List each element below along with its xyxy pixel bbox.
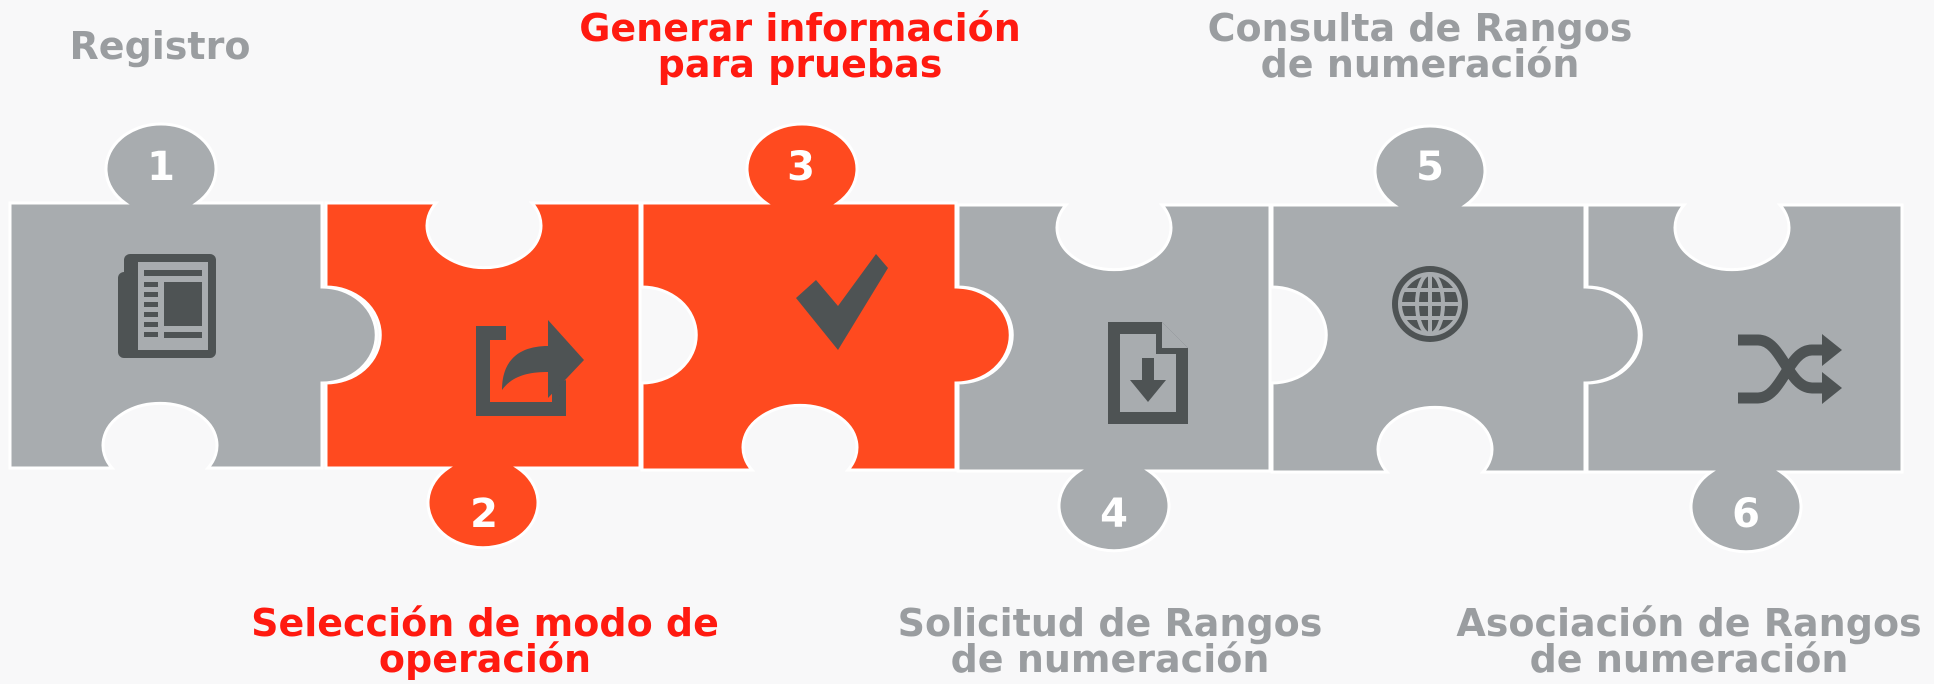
step-label-1: Registro bbox=[40, 24, 280, 68]
step-number-3: 3 bbox=[787, 144, 815, 190]
step-label-6-line-1: Asociación de Rangos bbox=[1456, 601, 1922, 645]
step-label-3-line-2: para pruebas bbox=[657, 42, 943, 86]
step-label-5-line-1: Consulta de Rangos bbox=[1207, 6, 1633, 50]
step-label-5: Consulta de Rangos de numeración bbox=[1180, 6, 1660, 86]
step-label-3: Generar información para pruebas bbox=[560, 6, 1040, 86]
file-download-icon bbox=[1108, 322, 1188, 424]
checkmark-icon bbox=[796, 254, 888, 350]
newspaper-icon bbox=[118, 254, 216, 358]
step-label-2: Selección de modo de operación bbox=[240, 601, 730, 681]
puzzle-piece-6: 6 bbox=[1585, 203, 1904, 554]
step-label-6: Asociación de Rangos de numeración bbox=[1444, 601, 1934, 681]
step-label-5-line-2: de numeración bbox=[1260, 42, 1580, 86]
step-label-2-line-2: operación bbox=[378, 637, 592, 681]
step-label-4-line-1: Solicitud de Rangos bbox=[897, 601, 1323, 645]
step-number-4: 4 bbox=[1100, 491, 1128, 537]
puzzle-piece-6-shape bbox=[1585, 203, 1904, 554]
step-number-2: 2 bbox=[470, 491, 498, 537]
step-label-2-line-1: Selección de modo de bbox=[251, 601, 719, 645]
step-number-1: 1 bbox=[147, 144, 175, 190]
step-label-4-line-2: de numeración bbox=[950, 637, 1270, 681]
step-label-6-line-2: de numeración bbox=[1529, 637, 1849, 681]
share-icon bbox=[476, 320, 584, 416]
step-number-5: 5 bbox=[1416, 144, 1444, 190]
globe-icon bbox=[1392, 266, 1468, 342]
step-label-3-line-1: Generar información bbox=[579, 6, 1021, 50]
step-label-4: Solicitud de Rangos de numeración bbox=[870, 601, 1350, 681]
step-label-1-line-1: Registro bbox=[69, 24, 251, 68]
shuffle-icon bbox=[1738, 334, 1842, 404]
step-number-6: 6 bbox=[1732, 491, 1760, 537]
